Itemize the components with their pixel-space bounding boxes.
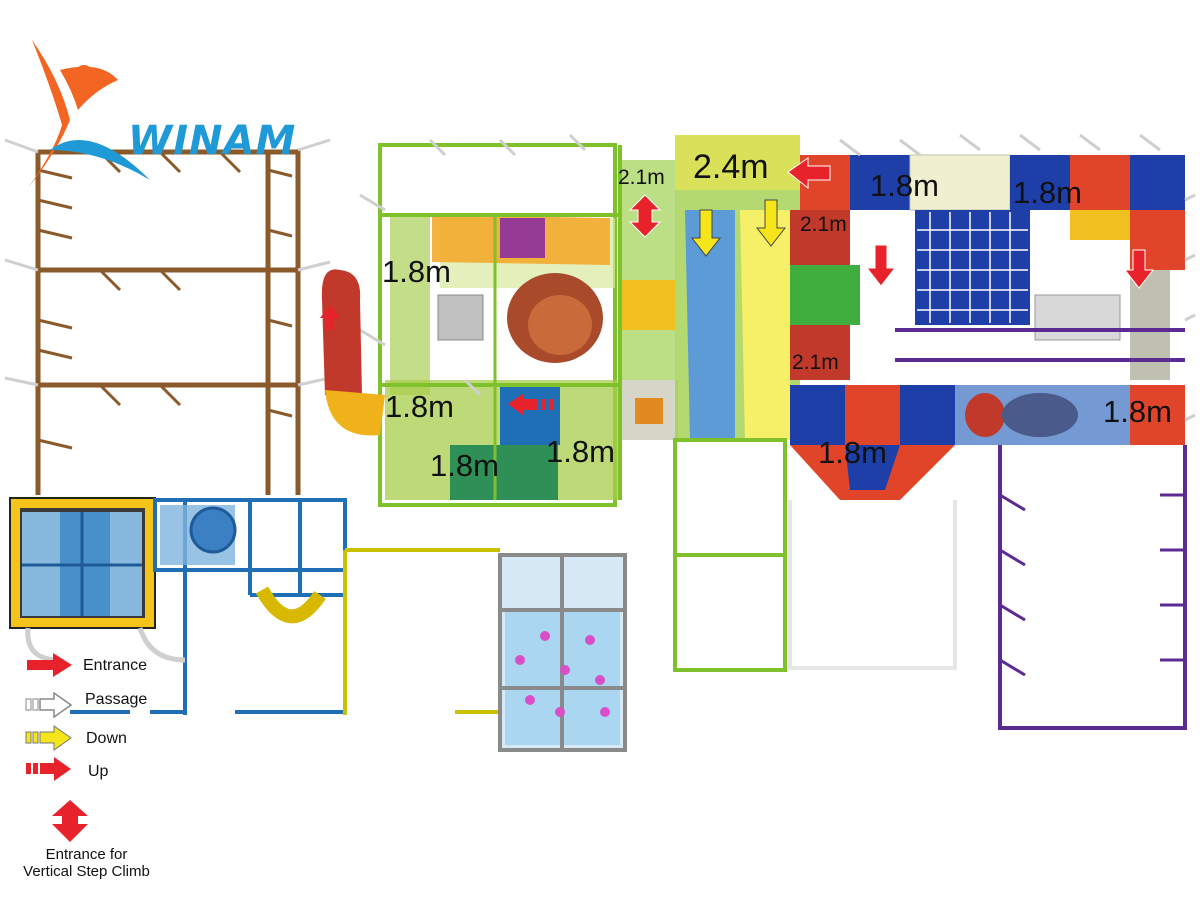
legend-passage-label: Passage: [85, 691, 148, 708]
height-label-2-1m-mid: 2.1m: [800, 213, 847, 236]
height-label-1-8m-top-mid: 1.8m: [870, 168, 939, 203]
entrance-legend-icon: [27, 653, 72, 677]
legend-vertical-step-climb: Entrance for Vertical Step Climb: [14, 846, 159, 880]
up-legend-icon: [26, 757, 71, 781]
frame-grey-pegs: [4, 138, 331, 387]
yellow-frame: [343, 548, 500, 715]
up-arrow-red-tube: [320, 305, 340, 330]
down-arrows-slides: [690, 199, 787, 257]
height-label-1-8m-top-right: 1.8m: [1013, 175, 1082, 210]
legend-vertical-line1: Entrance for: [45, 846, 128, 863]
vertical-entrance-legend-icon: [52, 800, 88, 842]
center-slides: [673, 135, 800, 672]
green-pegs: [359, 133, 587, 397]
legend-entrance-label: Entrance: [83, 657, 148, 674]
down-arrows-right: [865, 244, 1155, 289]
entrance-arrow-green: [508, 393, 554, 416]
height-label-1-8m-green-bottom: 1.8m: [430, 448, 499, 483]
purple-pegs: [999, 493, 1185, 677]
green-structure: [378, 143, 678, 507]
blue-tube-structure: [9, 497, 347, 715]
height-label-2-1m-top: 2.1m: [618, 166, 665, 189]
down-legend-icon: [25, 725, 72, 751]
height-label-1-8m-tower-left: 1.8m: [385, 389, 454, 424]
height-label-2-4m: 2.4m: [693, 148, 769, 186]
logo-mark: [28, 40, 150, 188]
vertical-entrance-arrow-top: [628, 194, 662, 238]
height-label-1-8m-red-bottom: 1.8m: [818, 435, 887, 470]
height-label-1-8m-green-right: 1.8m: [546, 434, 615, 469]
red-tube-slide: [321, 269, 385, 436]
brown-frame-pegs: [37, 150, 293, 450]
entrance-arrow-2-4: [787, 157, 831, 190]
legend-down-label: Down: [86, 730, 127, 747]
brown-frame-structure: [35, 149, 301, 495]
height-label-2-1m-low: 2.1m: [792, 351, 839, 374]
legend-up-label: Up: [88, 763, 109, 780]
passage-legend-icon: [25, 692, 73, 718]
legend-vertical-line2: Vertical Step Climb: [23, 862, 150, 880]
right-grey-pegs: [839, 133, 1196, 422]
logo-wordmark: WINAM: [128, 118, 297, 164]
lower-white-frame: [788, 500, 957, 670]
height-label-1-8m-right: 1.8m: [1103, 394, 1172, 429]
purple-frame: [895, 328, 1187, 730]
ball-pit: [498, 553, 627, 752]
height-label-1-8m-green-left: 1.8m: [382, 254, 451, 289]
red-blue-structure: [790, 154, 1185, 500]
